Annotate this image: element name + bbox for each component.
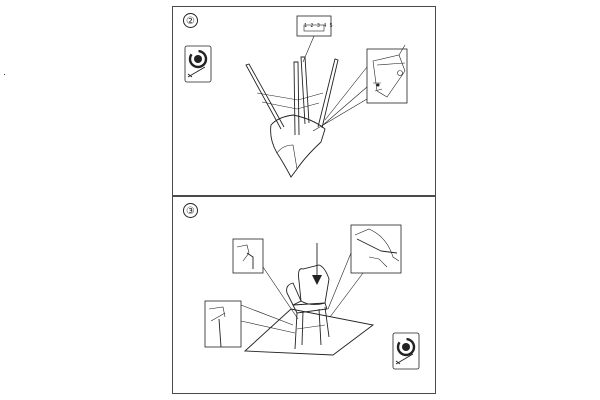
wrench-torque-icon bbox=[392, 332, 420, 370]
part-tag: 1 2 3 4 5 bbox=[304, 23, 333, 29]
step-2-number: ② bbox=[183, 13, 198, 28]
detail-inset-left-top bbox=[232, 238, 264, 274]
chair-legs bbox=[245, 56, 339, 136]
detail-inset-left-bottom bbox=[204, 300, 242, 348]
step-3-panel: ③ bbox=[172, 196, 436, 394]
chair-seat-inverted bbox=[270, 114, 326, 178]
detail-inset-bracket bbox=[366, 44, 408, 104]
stray-mark bbox=[4, 74, 5, 75]
inset-callout-lines bbox=[312, 66, 368, 132]
callout-line bbox=[262, 266, 299, 320]
callout-lines bbox=[327, 252, 364, 318]
step-2-diagram bbox=[184, 15, 408, 178]
step-2-panel: ② bbox=[172, 6, 436, 196]
wrench-torque-icon bbox=[184, 45, 212, 83]
step-3-diagram bbox=[204, 224, 420, 370]
callout-lines bbox=[240, 304, 296, 334]
detail-inset-right-top bbox=[350, 224, 402, 274]
step-3-number: ③ bbox=[183, 203, 198, 218]
push-down-arrow bbox=[312, 243, 322, 285]
chair-upright bbox=[286, 264, 330, 350]
floor-mat bbox=[243, 308, 375, 356]
